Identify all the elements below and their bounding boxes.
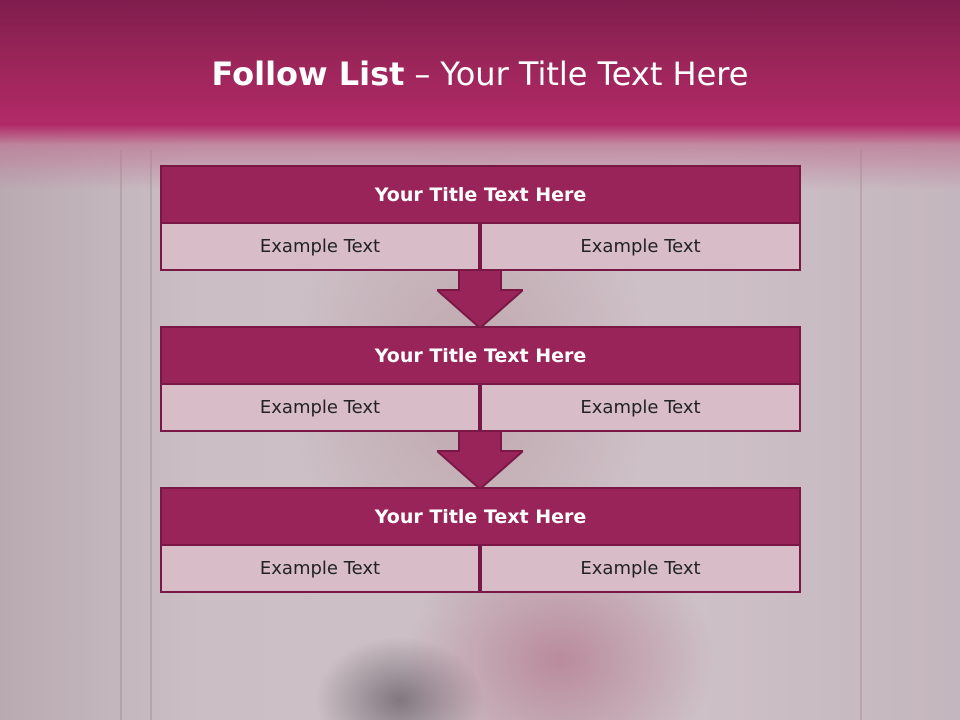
block-right-text: Example Text	[480, 383, 801, 432]
background-detail	[150, 150, 152, 720]
down-arrow-icon	[437, 431, 523, 489]
block-right-text: Example Text	[480, 544, 801, 593]
title-separator: –	[414, 55, 431, 93]
background-detail	[120, 150, 122, 720]
block-left-text: Example Text	[160, 222, 480, 271]
slide-title: Follow List–Your Title Text Here	[0, 55, 960, 93]
background-detail	[860, 150, 862, 720]
block-right-text: Example Text	[480, 222, 801, 271]
list-block-1: Your Title Text Here Example Text Exampl…	[160, 165, 801, 271]
block-title: Your Title Text Here	[160, 326, 801, 385]
list-block-3: Your Title Text Here Example Text Exampl…	[160, 487, 801, 593]
down-arrow-icon	[437, 270, 523, 328]
title-banner	[0, 0, 960, 190]
list-block-2: Your Title Text Here Example Text Exampl…	[160, 326, 801, 432]
title-main: Follow List	[211, 55, 405, 93]
block-title: Your Title Text Here	[160, 487, 801, 546]
block-title: Your Title Text Here	[160, 165, 801, 224]
block-left-text: Example Text	[160, 383, 480, 432]
title-rest: Your Title Text Here	[440, 55, 749, 93]
block-left-text: Example Text	[160, 544, 480, 593]
